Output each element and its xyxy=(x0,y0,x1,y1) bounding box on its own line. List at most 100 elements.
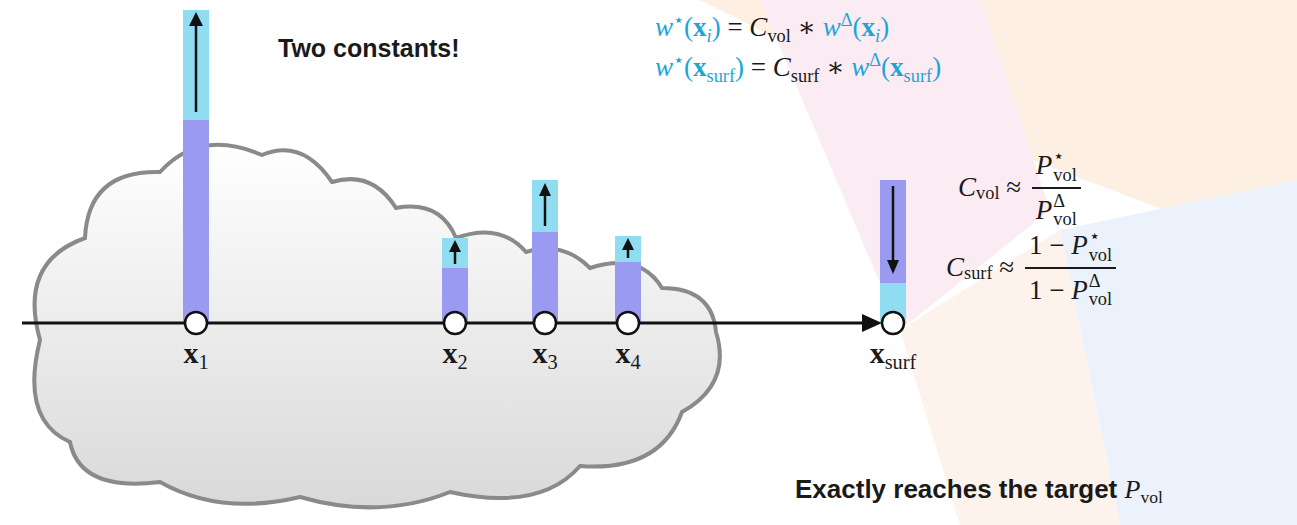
label-text: vol xyxy=(1140,487,1163,507)
label-text: C xyxy=(749,12,767,43)
label-text: ⋆ xyxy=(673,50,684,71)
sample-point xyxy=(882,312,904,334)
label-text: w xyxy=(655,12,673,43)
label-text: x xyxy=(532,336,547,371)
script-stack: ⋆vol xyxy=(1089,227,1112,264)
label-text: ) xyxy=(880,12,889,43)
label-text: Exactly reaches the target xyxy=(795,475,1125,505)
label-text: ≈ xyxy=(993,252,1021,283)
label-text: i xyxy=(707,26,712,47)
label-text: P xyxy=(1125,475,1141,505)
label-text: 1 − xyxy=(1029,275,1071,306)
arrow-up xyxy=(544,194,547,226)
point-label: x1 xyxy=(183,336,208,371)
math-token: vol xyxy=(1053,166,1076,184)
caption-note: Exactly reaches the target Pvol xyxy=(795,475,1163,505)
label-text: Δ xyxy=(841,10,853,31)
math-token: vol xyxy=(1089,290,1112,308)
label-text: surf xyxy=(904,66,933,87)
math-token: vol xyxy=(1089,246,1112,264)
script-stack: ⋆vol xyxy=(1053,147,1076,184)
denominator: 1 − PΔvol xyxy=(1025,269,1116,309)
denominator: PΔvol xyxy=(1032,189,1081,229)
label-text: 2 xyxy=(457,351,467,374)
label-text: C xyxy=(946,252,964,283)
bar-weight xyxy=(532,232,558,323)
equation: w⋆(xsurf) = Csurf ∗ wΔ(xsurf) xyxy=(655,52,941,83)
bar-increase xyxy=(532,180,558,232)
label-text: P xyxy=(1036,150,1053,181)
label-text: P xyxy=(1071,275,1088,306)
label-text: ( xyxy=(881,52,890,83)
label-text: x xyxy=(890,52,904,83)
script-stack: Δvol xyxy=(1053,192,1076,229)
numerator: P⋆vol xyxy=(1032,147,1081,189)
label-text: ∗ xyxy=(819,52,851,83)
label-text: w xyxy=(655,52,673,83)
arrow-head xyxy=(449,240,461,252)
label-text: x xyxy=(183,336,198,371)
arrow-up xyxy=(454,250,457,264)
math-token: ⋆ xyxy=(1089,227,1100,245)
label-text: C xyxy=(958,172,976,203)
sample-point xyxy=(617,312,639,334)
label-text: ( xyxy=(853,12,862,43)
label-text: w xyxy=(851,52,869,83)
label-text: = xyxy=(744,52,773,83)
label-text: x xyxy=(442,336,457,371)
label-text: vol xyxy=(976,183,999,204)
label-text: = xyxy=(721,12,750,43)
math-token: Δ xyxy=(1089,272,1101,290)
sample-point xyxy=(534,312,556,334)
bar-increase xyxy=(615,236,641,262)
label-text: 3 xyxy=(547,351,557,374)
label-text: i xyxy=(875,26,880,47)
arrow-head xyxy=(887,260,899,274)
arrow-head xyxy=(539,183,551,196)
watermark xyxy=(700,0,1297,525)
label-text: w xyxy=(823,12,841,43)
label-text: C xyxy=(773,52,791,83)
label-text: 4 xyxy=(630,351,640,374)
watermark-shape xyxy=(760,0,1050,330)
math-token: Δ xyxy=(1053,192,1065,210)
arrow-up xyxy=(627,249,630,258)
label-text: ) xyxy=(712,12,721,43)
label-text: ) xyxy=(735,52,744,83)
fraction: P⋆volPΔvol xyxy=(1032,147,1081,228)
label-text: 1 xyxy=(198,351,208,374)
label-text: surf xyxy=(707,66,736,87)
sample-point xyxy=(185,312,207,334)
label-text: 1 − xyxy=(1029,230,1071,261)
point-label: xsurf xyxy=(870,336,917,371)
sample-point xyxy=(444,312,466,334)
bar-weight xyxy=(183,120,209,323)
label-text: ( xyxy=(684,52,693,83)
arrow-head xyxy=(189,12,203,26)
equation: w⋆(xi) = Cvol ∗ wΔ(xi) xyxy=(655,12,889,43)
label-text: surf xyxy=(791,66,820,87)
label-text: x xyxy=(693,12,707,43)
weight-bars xyxy=(183,10,906,323)
label-text: x xyxy=(615,336,630,371)
bar-increase xyxy=(183,10,209,120)
callout-text: Two constants! xyxy=(278,34,459,63)
scale-arrows xyxy=(189,12,899,274)
label-text: Δ xyxy=(869,50,881,71)
bar-increase xyxy=(442,238,468,268)
sample-points xyxy=(185,312,904,334)
label-text: x xyxy=(693,52,707,83)
label-text: ≈ xyxy=(999,172,1027,203)
label-text: surf xyxy=(885,351,917,374)
math-token: vol xyxy=(1053,210,1076,228)
label-text: surf xyxy=(964,263,993,284)
point-label: x2 xyxy=(442,336,467,371)
script-stack: Δvol xyxy=(1089,272,1112,309)
formula: Csurf ≈ 1 − P⋆vol1 − PΔvol xyxy=(946,227,1116,308)
fraction: 1 − P⋆vol1 − PΔvol xyxy=(1025,227,1116,308)
arrow-down xyxy=(892,186,895,262)
axis-arrowhead xyxy=(862,314,882,332)
math-token: ⋆ xyxy=(1053,147,1064,165)
label-text: ⋆ xyxy=(673,10,684,31)
